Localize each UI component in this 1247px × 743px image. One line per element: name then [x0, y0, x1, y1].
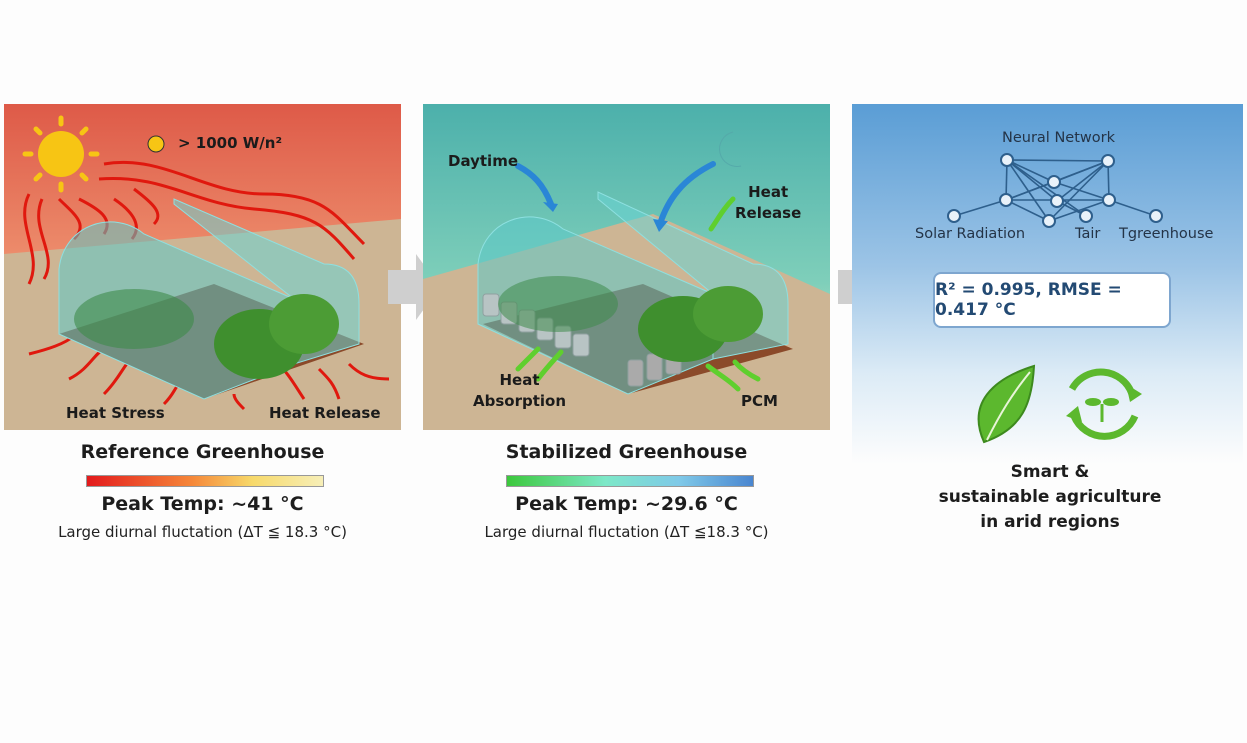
reference-peak-temp: Peak Temp: ~41 °C	[101, 493, 304, 515]
input-tair: Tair	[1075, 226, 1101, 242]
neural-network-diagram	[947, 153, 1163, 444]
moon-icon	[719, 131, 742, 167]
nn-title: Neural Network	[1002, 130, 1115, 146]
heat-absorption-label: Heat Absorption	[473, 371, 567, 410]
stabilized-greenhouse-illustration: Daytime Heat Release Heat Absorption PCM	[423, 104, 830, 430]
leaf-icon	[977, 364, 1036, 444]
small-sun-icon	[147, 135, 165, 153]
reference-greenhouse-illustration: > 1000 W/n² Heat Stress Heat Release	[4, 104, 401, 430]
conclusion-line: Smart &	[1010, 462, 1090, 482]
sun-icon	[22, 115, 100, 193]
conclusion-line: in arid regions	[980, 512, 1120, 532]
reference-title: Reference Greenhouse	[80, 441, 325, 463]
stabilized-subtitle: Large diurnal fluctation (ΔT ≦18.3 °C)	[484, 523, 769, 541]
reference-subtitle: Large diurnal fluctation (ΔT ≦ 18.3 °C)	[58, 523, 347, 541]
stabilized-peak-temp: Peak Temp: ~29.6 °C	[515, 493, 738, 515]
recycle-sprout-icon	[1066, 368, 1142, 440]
stabilized-title: Stabilized Greenhouse	[505, 441, 748, 463]
output-tgreenhouse: Tgreenhouse	[1119, 226, 1214, 242]
irradiance-label: > 1000 W/n²	[178, 134, 283, 152]
heat-stress-label: Heat Stress	[66, 404, 165, 422]
input-solar-radiation: Solar Radiation	[915, 226, 1026, 242]
conclusion-text: Smart & sustainable agriculture in arid …	[930, 460, 1170, 535]
heat-release-label: Heat Release	[269, 404, 381, 422]
pcm-label: PCM	[741, 392, 778, 410]
model-metrics-box: R² = 0.995, RMSE = 0.417 °C	[933, 272, 1171, 328]
temperature-gradient-bar	[506, 475, 754, 487]
temperature-gradient-bar	[86, 475, 324, 487]
heat-release-label: Heat Release	[735, 183, 802, 222]
conclusion-line: sustainable agriculture	[938, 487, 1162, 507]
daytime-label: Daytime	[448, 152, 519, 170]
